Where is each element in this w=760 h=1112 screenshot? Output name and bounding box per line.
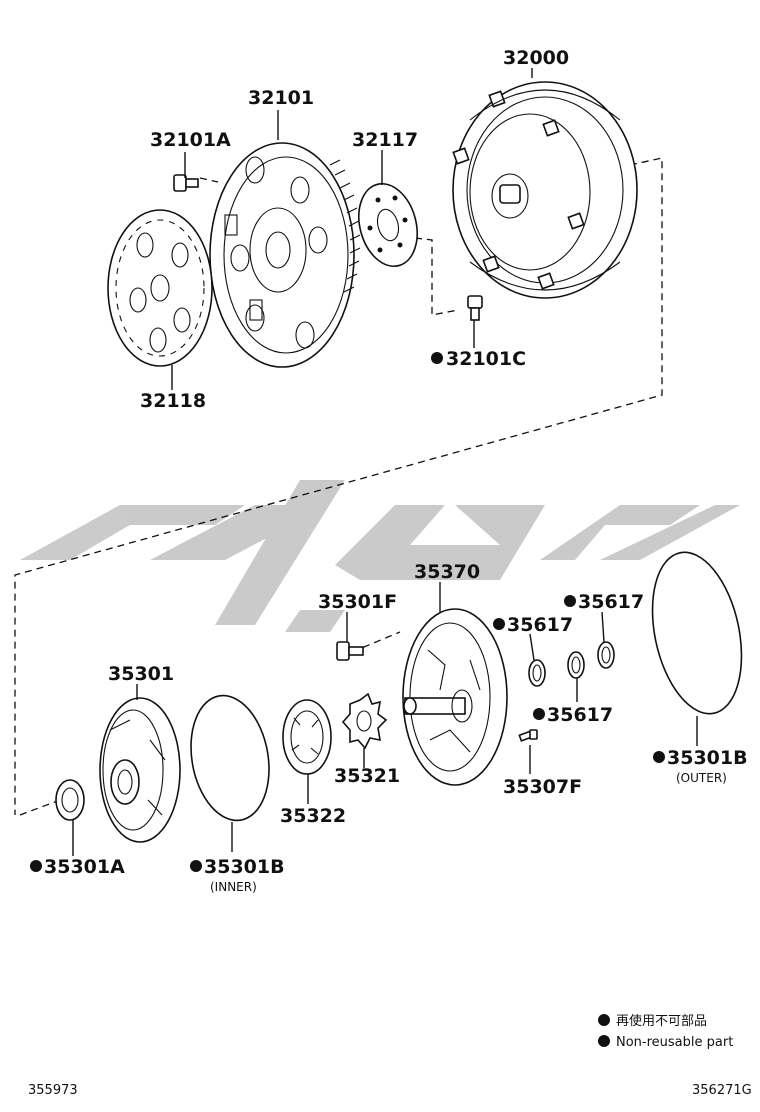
legend-japanese: 再使用不可部品	[616, 1013, 707, 1029]
non-reusable-marker	[190, 860, 202, 872]
bolt-32101A	[173, 174, 199, 192]
oil-seal-35301A	[55, 779, 85, 821]
bolt-35307F	[518, 729, 538, 742]
label-35301A: 35301A	[44, 856, 125, 878]
spacer-plate-32117	[358, 182, 418, 268]
bolt-32101C	[467, 295, 483, 321]
stator-support-35370	[402, 608, 508, 786]
drive-plate-32101	[209, 142, 361, 368]
note-outer: (OUTER)	[676, 771, 727, 785]
label-35301: 35301	[108, 663, 174, 685]
legend-marker	[598, 1035, 610, 1047]
footer-right-code: 356271G	[692, 1083, 752, 1098]
footer-left-code: 355973	[28, 1083, 78, 1098]
label-32101: 32101	[248, 87, 314, 109]
leader-lines	[72, 68, 698, 856]
label-32000: 32000	[503, 47, 569, 69]
label-35617-top: 35617	[578, 591, 644, 613]
driven-gear-35322	[282, 699, 332, 775]
non-reusable-marker	[493, 618, 505, 630]
legend: 再使用不可部品 Non-reusable part	[598, 1013, 733, 1050]
o-ring-35301B-inner	[190, 694, 270, 822]
bolt-35301F	[336, 641, 364, 661]
seal-rings-35617	[528, 641, 615, 687]
label-35301F: 35301F	[318, 591, 397, 613]
label-32118: 32118	[140, 390, 206, 412]
non-reusable-marker	[653, 751, 665, 763]
label-35617-mid: 35617	[507, 614, 573, 636]
label-32101A: 32101A	[150, 129, 231, 151]
label-32101C: 32101C	[446, 348, 526, 370]
drive-gear-35321	[341, 692, 388, 750]
label-35370: 35370	[414, 561, 480, 583]
label-35322: 35322	[280, 805, 346, 827]
legend-english: Non-reusable part	[616, 1035, 733, 1050]
label-35617-bottom: 35617	[547, 704, 613, 726]
torque-converter-32000	[452, 81, 638, 299]
non-reusable-marker	[30, 860, 42, 872]
watermark-logo	[20, 480, 740, 632]
sensor-ring-32118	[107, 209, 213, 367]
non-reusable-marker	[533, 708, 545, 720]
non-reusable-marker	[431, 352, 443, 364]
label-35321: 35321	[334, 765, 400, 787]
legend-marker	[598, 1014, 610, 1026]
label-35301B-outer: 35301B	[667, 747, 748, 769]
pump-body-35301	[99, 697, 181, 843]
o-ring-35301B-outer	[651, 551, 743, 715]
label-32117: 32117	[352, 129, 418, 151]
label-35307F: 35307F	[503, 776, 582, 798]
assembly-dashed-outline	[14, 157, 663, 816]
note-inner: (INNER)	[210, 880, 257, 894]
label-35301B-inner: 35301B	[204, 856, 285, 878]
non-reusable-marker	[564, 595, 576, 607]
